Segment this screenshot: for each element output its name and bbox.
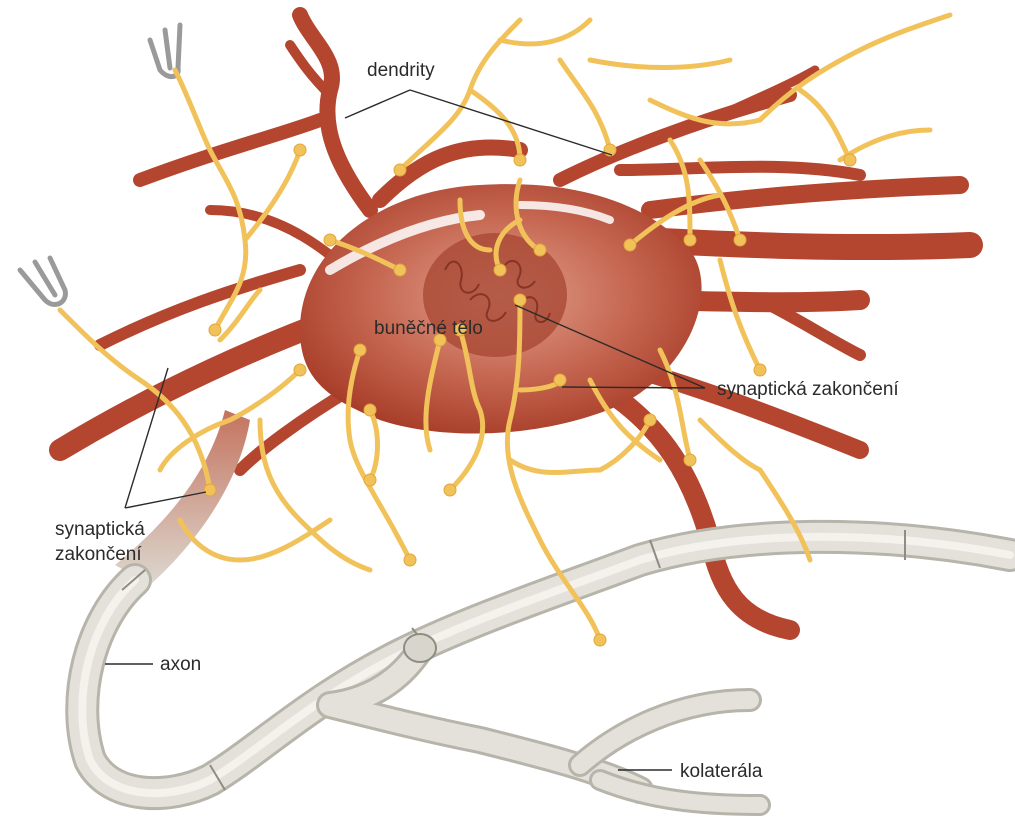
label-dendrites: dendrity: [367, 60, 435, 81]
label-axon: axon: [160, 654, 201, 675]
label-collateral: kolaterála: [680, 761, 763, 782]
terminal-fork-icon: [20, 25, 180, 305]
label-synapses-left-line2: zakončení: [55, 544, 142, 565]
label-synapses-right: synaptická zakončení: [717, 379, 899, 400]
label-cell-body: buněčné tělo: [374, 318, 483, 339]
axon-cut-section: [404, 634, 436, 662]
label-synapses-left-line1: synaptická: [55, 519, 145, 540]
